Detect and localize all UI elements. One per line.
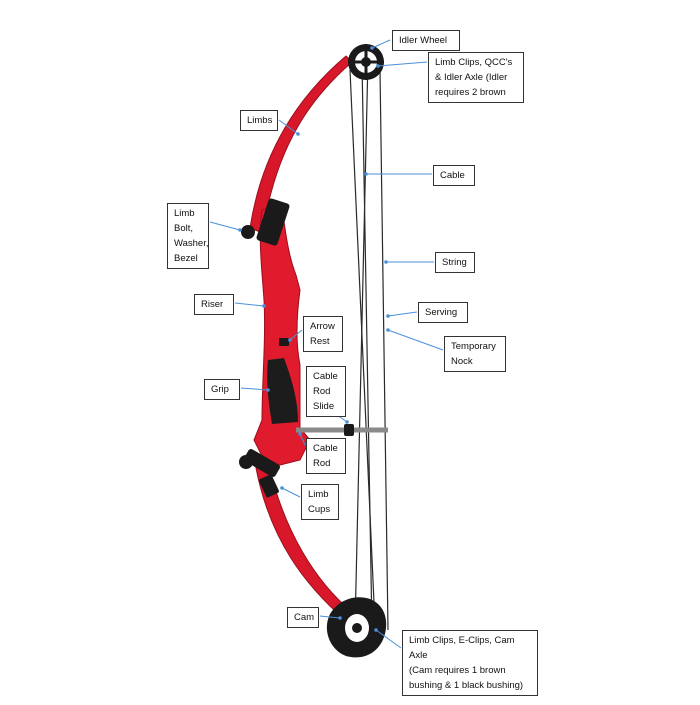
cable-rod-slide-leader-tip xyxy=(345,420,349,424)
leader-lines xyxy=(209,39,444,649)
cable-rod-slide-label: Cable Rod Slide xyxy=(306,366,346,417)
temporary-nock-leader xyxy=(387,329,444,351)
upper-limb-bolt xyxy=(241,225,255,239)
arrow-rest-label: Arrow Rest xyxy=(303,316,343,352)
riser-leader-tip xyxy=(262,304,266,308)
cable-rod-slide xyxy=(344,424,354,436)
limb-clips-bottom-label: Limb Clips, E-Clips, Cam Axle (Cam requi… xyxy=(402,630,538,696)
limb-cups-label: Limb Cups xyxy=(301,484,339,520)
cable-rod-leader xyxy=(299,433,306,446)
serving-label: Serving xyxy=(418,302,468,323)
arrow-rest-leader-tip xyxy=(288,338,292,342)
upper-limb-pocket xyxy=(256,198,290,246)
limb-cups-leader xyxy=(281,487,301,498)
idler-wheel xyxy=(348,44,384,80)
limb-clips-top-leader xyxy=(377,61,428,67)
lower-limb-pocket xyxy=(244,449,280,477)
limbs-leader-tip xyxy=(296,132,300,136)
arrow-rest-leader xyxy=(289,329,303,341)
string-label: String xyxy=(435,252,475,273)
bowstring-and-cables xyxy=(349,57,389,631)
limb-clips-bottom-leader-tip xyxy=(374,628,378,632)
cam-leader xyxy=(319,615,341,619)
limb-bolt-label: Limb Bolt, Washer, Bezel xyxy=(167,203,209,269)
grip-label: Grip xyxy=(204,379,240,400)
lower-limb-bolt xyxy=(239,455,253,469)
limb-clips-top-label: Limb Clips, QCC's & Idler Axle (Idler re… xyxy=(428,52,524,103)
limb-cups-leader-tip xyxy=(280,486,284,490)
upper-limb xyxy=(249,55,353,233)
grip xyxy=(267,358,298,424)
limb-bolt-leader-tip xyxy=(238,228,242,232)
grip-leader-tip xyxy=(266,388,270,392)
idler-wheel-label: Idler Wheel xyxy=(392,30,460,51)
limb-clips-bottom-leader xyxy=(375,629,402,649)
arrow-rest xyxy=(279,338,289,346)
grip-leader xyxy=(240,387,269,391)
cable-label: Cable xyxy=(433,165,475,186)
limb-bolt-leader xyxy=(209,221,241,231)
cable-line-3 xyxy=(349,69,376,626)
temporary-nock-label: Temporary Nock xyxy=(444,336,506,372)
serving-leader xyxy=(387,311,418,317)
lower-limb-cup xyxy=(259,474,279,498)
idler-wheel-leader-tip xyxy=(370,46,374,50)
limbs-label: Limbs xyxy=(240,110,278,131)
cable-leader-tip xyxy=(364,172,368,176)
temporary-nock-leader-tip xyxy=(386,328,390,332)
riser-leader xyxy=(234,302,265,307)
riser-label: Riser xyxy=(194,294,234,315)
serving-leader-tip xyxy=(386,314,390,318)
cable-rod-leader-tip xyxy=(298,432,302,436)
limbs-leader xyxy=(278,119,299,135)
idler-wheel-leader xyxy=(371,39,391,49)
limb-clips-top-leader-tip xyxy=(376,64,380,68)
bowstring xyxy=(379,69,389,631)
cable-line-2 xyxy=(354,57,369,629)
cam-label: Cam xyxy=(287,607,319,628)
cable-rod-label: Cable Rod xyxy=(306,438,346,474)
string-leader-tip xyxy=(384,260,388,264)
cam-leader-tip xyxy=(338,616,342,620)
cable-line-1 xyxy=(361,61,373,631)
cam xyxy=(326,597,387,658)
